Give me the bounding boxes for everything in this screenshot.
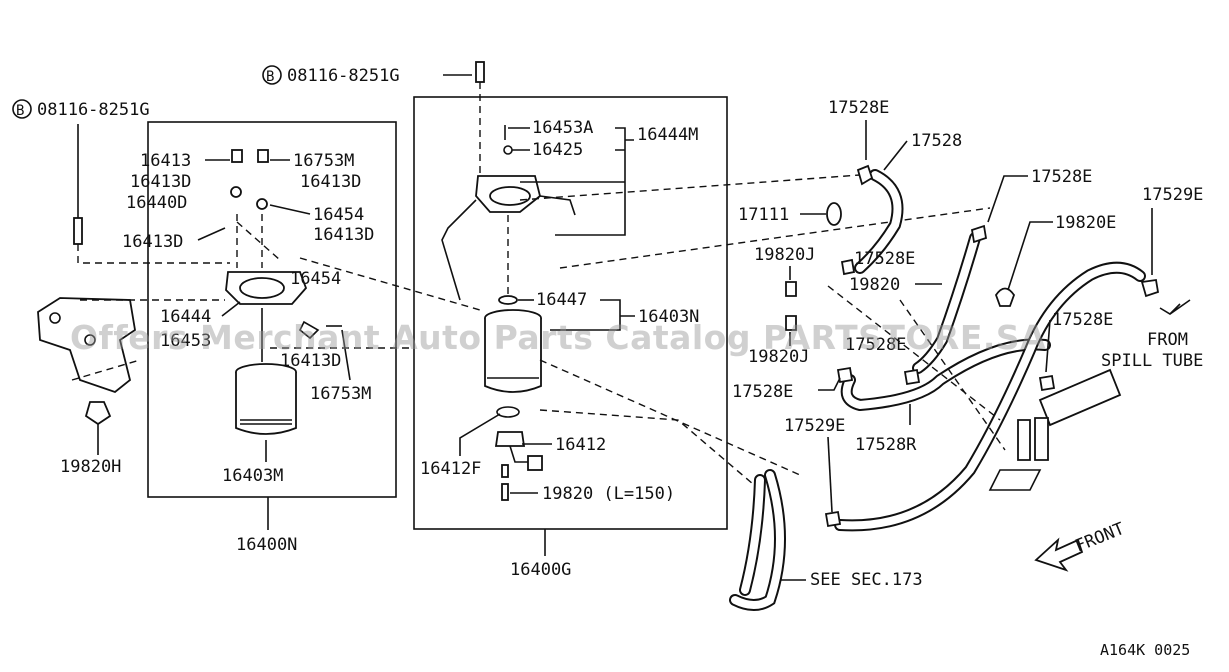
label-19820e: 19820E bbox=[1055, 213, 1116, 233]
label-17528r: 17528R bbox=[855, 435, 917, 455]
label-17528e-3: 17528E bbox=[854, 249, 915, 269]
label-17528e-6: 17528E bbox=[732, 382, 793, 402]
label-19820h: 19820H bbox=[60, 457, 121, 477]
label-17528: 17528 bbox=[911, 131, 962, 151]
label-16413d-a: 16413D bbox=[130, 172, 191, 192]
label-16412f: 16412F bbox=[420, 459, 481, 479]
diagram-id: A164K 0025 bbox=[1100, 641, 1190, 659]
b-badge-center-letter: B bbox=[266, 69, 274, 85]
label-from: FROM bbox=[1147, 330, 1188, 350]
center-assembly-number: 16400G bbox=[510, 560, 571, 580]
label-17529e-2: 17529E bbox=[784, 416, 845, 436]
left-assembly-box bbox=[147, 121, 397, 498]
label-17529e-1: 17529E bbox=[1142, 185, 1203, 205]
label-16413d-b: 16413D bbox=[122, 232, 183, 252]
bolt-center-part: 08116-8251G bbox=[287, 66, 400, 86]
label-16413: 16413 bbox=[140, 151, 191, 171]
label-16425: 16425 bbox=[532, 140, 583, 160]
left-assembly-number: 16400N bbox=[236, 535, 297, 555]
label-16413d-c: 16413D bbox=[300, 172, 361, 192]
label-16403n: 16403N bbox=[638, 307, 699, 327]
b-badge-left-letter: B bbox=[16, 103, 24, 119]
left-filter-cartridge bbox=[235, 363, 297, 435]
bolt-left-part: 08116-8251G bbox=[37, 100, 150, 120]
label-see-sec-173: SEE SEC.173 bbox=[810, 570, 923, 590]
label-16454-a: 16454 bbox=[313, 205, 364, 225]
b-badge-left bbox=[12, 99, 32, 119]
center-filter-cartridge bbox=[484, 309, 542, 393]
b-badge-center bbox=[262, 65, 282, 85]
label-16444: 16444 bbox=[160, 307, 211, 327]
label-17528e-1: 17528E bbox=[828, 98, 889, 118]
center-sensor bbox=[494, 431, 543, 501]
label-17528e-4: 17528E bbox=[1052, 310, 1113, 330]
label-19820j-2: 19820J bbox=[748, 347, 809, 367]
label-16453: 16453 bbox=[160, 331, 211, 351]
spill-tube-assembly bbox=[988, 368, 1122, 491]
left-bracket bbox=[37, 297, 136, 426]
label-16413d-d: 16413D bbox=[313, 225, 374, 245]
label-16454-b: 16454 bbox=[290, 269, 341, 289]
label-17528e-5: 17528E bbox=[845, 335, 906, 355]
label-16753m-top: 16753M bbox=[293, 151, 354, 171]
label-16447: 16447 bbox=[536, 290, 587, 310]
label-16412: 16412 bbox=[555, 435, 606, 455]
label-16453a: 16453A bbox=[532, 118, 593, 138]
label-16444m: 16444M bbox=[637, 125, 698, 145]
label-16403m: 16403M bbox=[222, 466, 283, 486]
center-filter-head bbox=[441, 175, 576, 301]
label-16413d-e: 16413D bbox=[280, 351, 341, 371]
label-front: FRONT bbox=[1072, 519, 1127, 557]
clips bbox=[785, 164, 1160, 528]
label-19820-l150: 19820 (L=150) bbox=[542, 484, 675, 504]
front-arrow: FRONT bbox=[1034, 519, 1127, 572]
hose-lines bbox=[729, 169, 1146, 611]
center-assembly-box bbox=[413, 96, 728, 530]
label-16753m-bottom: 16753M bbox=[310, 384, 371, 404]
label-19820: 19820 bbox=[849, 275, 900, 295]
label-19820j-1: 19820J bbox=[754, 245, 815, 265]
label-17528e-2: 17528E bbox=[1031, 167, 1092, 187]
left-filter-head bbox=[225, 149, 308, 305]
label-16440d: 16440D bbox=[126, 193, 187, 213]
label-17111: 17111 bbox=[738, 205, 789, 225]
label-spill-tube: SPILL TUBE bbox=[1101, 351, 1203, 371]
